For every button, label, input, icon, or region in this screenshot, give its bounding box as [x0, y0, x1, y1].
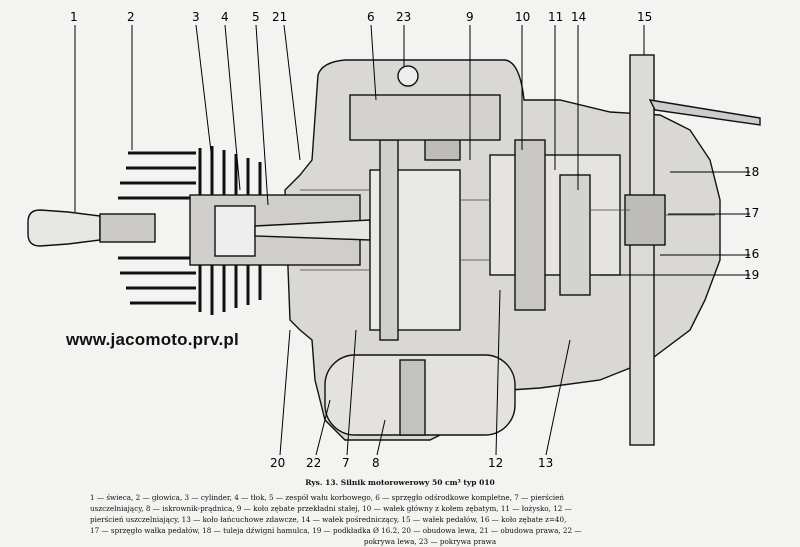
- cylinder-fins: [118, 146, 262, 315]
- leader-lines: [74, 24, 750, 456]
- spark-plug: [27, 209, 101, 247]
- callout-18: 18: [744, 165, 760, 179]
- callout-11: 11: [548, 10, 564, 24]
- callout-6: 6: [367, 10, 375, 24]
- callout-19: 19: [744, 268, 760, 282]
- callout-13: 13: [538, 456, 554, 470]
- callout-8: 8: [372, 456, 380, 470]
- callout-3: 3: [192, 10, 200, 24]
- callout-2: 2: [127, 10, 135, 24]
- legend-line: 17 — sprzęgło wałka pedałów, 18 — tuleja…: [90, 526, 582, 535]
- callout-7: 7: [342, 456, 350, 470]
- callout-14: 14: [571, 10, 587, 24]
- clutch: [349, 94, 501, 141]
- pedal-shaft: [629, 54, 655, 446]
- figure-legend: 1 — świeca, 2 — głowica, 3 — cylinder, 4…: [90, 492, 770, 547]
- callout-16: 16: [744, 247, 760, 261]
- callout-21: 21: [272, 10, 288, 24]
- callout-10: 10: [515, 10, 531, 24]
- callout-12: 12: [488, 456, 504, 470]
- legend-line: pierścień uszczelniający, 13 — koło łańc…: [90, 515, 567, 524]
- callout-22: 22: [306, 456, 322, 470]
- callout-1: 1: [70, 10, 78, 24]
- main-shaft: [489, 154, 621, 276]
- legend-line: uszczelniający, 8 — iskrownik-prądnica, …: [90, 504, 572, 513]
- callout-17: 17: [744, 206, 760, 220]
- watermark-url: www.jacomoto.prv.pl: [66, 330, 239, 349]
- figure-caption: Rys. 13. Silnik motorowerowy 50 cm³ typ …: [305, 478, 495, 487]
- callout-20: 20: [270, 456, 286, 470]
- callout-4: 4: [221, 10, 229, 24]
- legend-line: pokrywa lewa, 23 — pokrywa prawa: [363, 537, 497, 546]
- callout-23: 23: [396, 10, 412, 24]
- callout-5: 5: [252, 10, 260, 24]
- callout-9: 9: [466, 10, 474, 24]
- legend-line: 1 — świeca, 2 — głowica, 3 — cylinder, 4…: [90, 493, 565, 502]
- piston: [214, 205, 256, 257]
- callout-15: 15: [637, 10, 653, 24]
